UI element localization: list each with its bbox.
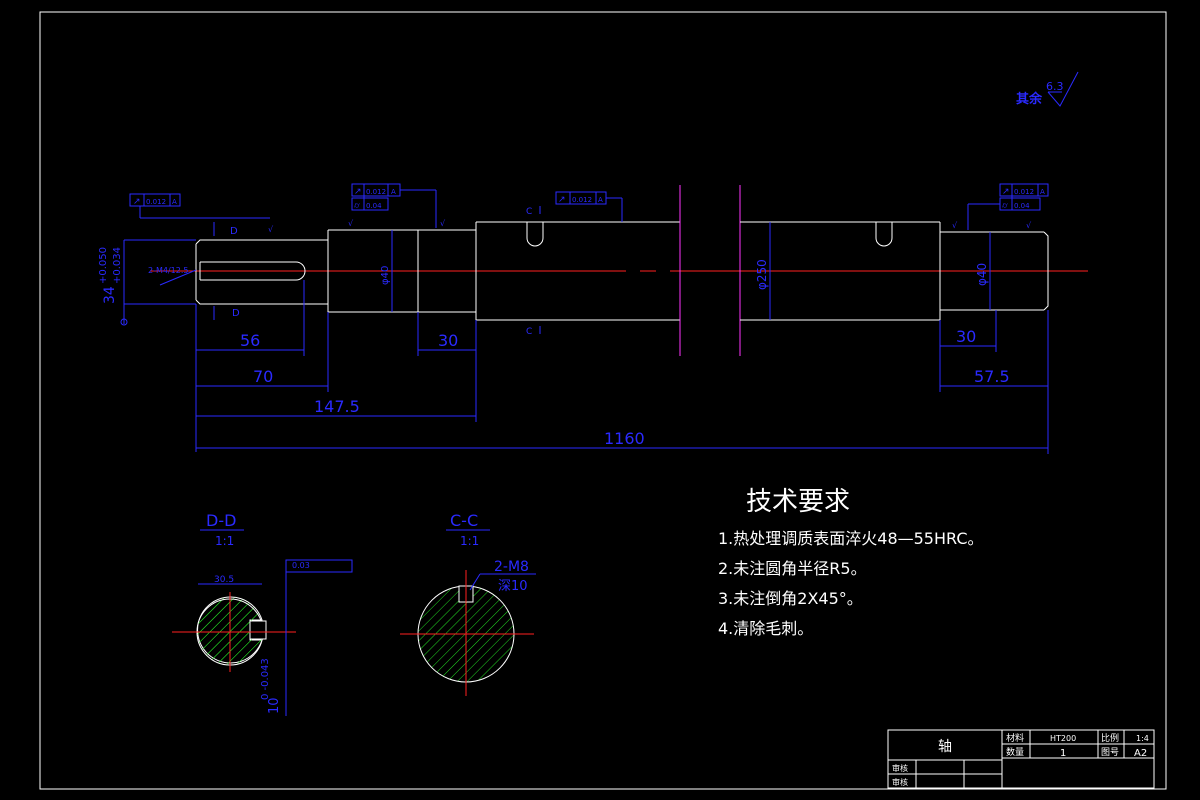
svg-text:√: √ [348, 219, 354, 228]
shaft-main-view [150, 185, 1088, 356]
dim-dia-right: φ40 [975, 263, 989, 286]
tol-left-datum: A [172, 198, 177, 206]
tb-qty-label: 数量 [1006, 746, 1024, 758]
dim-1160: 1160 [604, 429, 645, 448]
dim-dia-mid: φ40 [380, 266, 391, 285]
svg-text:√: √ [1026, 221, 1032, 230]
tb-material-label: 材料 [1006, 732, 1024, 744]
roughness-label: 其余 [1016, 91, 1043, 107]
tol-left-value: 0.012 [146, 198, 166, 206]
roughness-symbol: 其余 6.3 [1016, 71, 1079, 107]
dim-dia-left-tol-up: +0.050 [98, 247, 109, 284]
tolerance-frames: ↗ 0.012 A ↗ ⌭ 0.012 0.04 A ↗ 0.012 A ↗ ⌭… [129, 183, 1049, 234]
dim-30-left: 30 [438, 331, 458, 350]
svg-text:√: √ [268, 225, 274, 234]
tech-item-4: 4.清除毛刺。 [718, 619, 813, 638]
section-cc-scale: 1:1 [460, 534, 479, 548]
section-mark-d-top: D [230, 226, 238, 237]
tol-right-runout: 0.012 [1014, 188, 1034, 196]
tol-right-datum: A [1040, 188, 1045, 196]
svg-text:↗: ↗ [1002, 187, 1010, 197]
svg-text:↗: ↗ [354, 187, 362, 197]
tb-drawing-no-label: 图号 [1101, 747, 1119, 758]
tb-review-2: 审核 [892, 777, 908, 787]
dim-30-right: 30 [956, 327, 976, 346]
tech-item-2: 2.未注圆角半径R5。 [718, 559, 867, 578]
dimensions: 56 70 147.5 1160 30 30 57.5 34 +0.050 +0… [98, 206, 1049, 454]
tol-mid-runout: 0.012 [366, 188, 386, 196]
outer-frame [39, 11, 1167, 790]
svg-text:↗: ↗ [558, 195, 566, 205]
tol-center-value: 0.012 [572, 196, 592, 204]
section-dd-title: D-D [206, 511, 236, 530]
tol-center-datum: A [598, 196, 603, 204]
dim-56: 56 [240, 331, 260, 350]
svg-text:√: √ [440, 219, 446, 228]
tb-review-1: 审核 [892, 763, 908, 773]
tech-item-3: 3.未注倒角2X45°。 [718, 589, 863, 608]
tb-scale: 1:4 [1136, 734, 1149, 743]
roughness-value: 6.3 [1046, 80, 1064, 93]
svg-text:√: √ [952, 221, 958, 230]
tb-qty: 1 [1060, 748, 1066, 759]
section-cc-title: C-C [450, 511, 478, 530]
tol-mid-datum: A [391, 188, 396, 196]
section-cc: C-C 1:1 2-M8 深10 [400, 511, 536, 696]
section-mark-d-bottom: D [232, 308, 240, 319]
svg-text:⌭: ⌭ [1002, 201, 1008, 210]
section-mark-c-top: C [526, 207, 532, 217]
tech-requirements: 技术要求 1.热处理调质表面淬火48—55HRC。 2.未注圆角半径R5。 3.… [718, 487, 984, 638]
keyway-note: 2-M4/12.5 [148, 266, 188, 275]
tech-item-1: 1.热处理调质表面淬火48—55HRC。 [718, 529, 984, 548]
section-dd-key-tol: 0 -0.043 [260, 658, 271, 700]
section-cc-depth: 深10 [498, 579, 528, 594]
tb-material: HT200 [1050, 734, 1076, 743]
tol-mid-flat: 0.04 [366, 202, 382, 210]
tb-part-name: 轴 [938, 739, 952, 755]
section-dd-scale: 1:1 [215, 534, 234, 548]
svg-text:↗: ↗ [133, 197, 141, 207]
tb-drawing-no: A2 [1134, 748, 1147, 759]
tb-scale-label: 比例 [1101, 732, 1119, 744]
dim-70: 70 [253, 367, 273, 386]
section-dd: D-D 1:1 30.5 0.03 10 0 -0.043 [172, 511, 353, 716]
tech-title: 技术要求 [746, 487, 850, 517]
dim-57-5: 57.5 [974, 367, 1010, 386]
tol-right-flat: 0.04 [1014, 202, 1030, 210]
dim-dia-left-tol-dn: +0.034 [112, 247, 123, 284]
dim-147-5: 147.5 [314, 397, 360, 416]
section-dd-key: 10 [267, 697, 282, 714]
dim-dia-big: φ250 [755, 259, 769, 290]
section-mark-c-bottom: C [526, 327, 532, 337]
dim-dia-left: 34 [102, 286, 118, 304]
section-cc-thread: 2-M8 [494, 559, 529, 575]
svg-text:⌭: ⌭ [354, 201, 360, 210]
section-dd-sym: 0.03 [292, 561, 310, 570]
title-block: 轴 材料 HT200 比例 1:4 数量 1 图号 A2 审核 审核 [887, 729, 1155, 789]
section-dd-width: 30.5 [214, 575, 234, 585]
